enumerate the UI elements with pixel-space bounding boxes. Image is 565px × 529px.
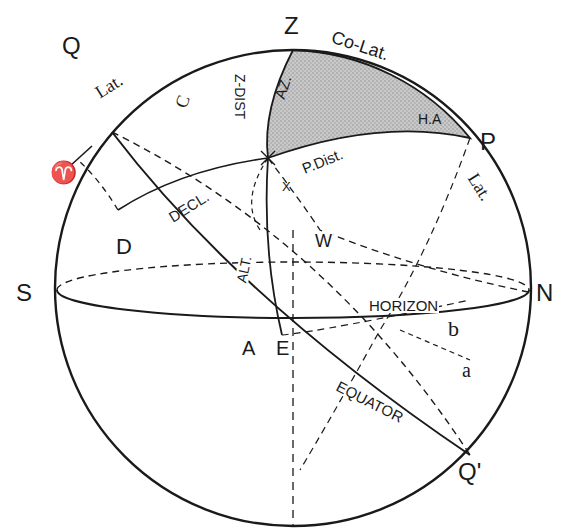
- pole-label: P: [480, 130, 496, 154]
- dashed-arc: [252, 158, 268, 230]
- point-label: Q: [62, 34, 81, 58]
- astronomical-triangle: [267, 50, 470, 158]
- arc-label: P.Dist.: [300, 146, 345, 176]
- aries-symbol: ♈: [50, 162, 77, 184]
- point-label: N: [536, 281, 553, 305]
- point-label: Q': [458, 460, 481, 484]
- point-label: b: [448, 318, 459, 340]
- arc-label: DECL.: [166, 189, 211, 225]
- vertical-circle: [267, 158, 282, 335]
- angle-label: H.A: [418, 112, 441, 126]
- equator-front: [112, 132, 470, 455]
- dashed-hour-circle: [300, 138, 470, 470]
- arc-label: ALT.: [234, 254, 254, 285]
- point-label: W: [314, 232, 333, 250]
- circle-label: HORIZON: [368, 298, 439, 313]
- star-mark: [261, 151, 275, 165]
- point-label: A: [242, 338, 255, 358]
- arc-label: C: [172, 93, 193, 110]
- star-label: X: [282, 180, 291, 193]
- point-label: D: [116, 236, 132, 258]
- zenith-label: Z: [284, 14, 299, 38]
- point-label: E: [276, 338, 289, 358]
- meridian-circle: [55, 50, 531, 526]
- arc-label: Lat.: [92, 71, 126, 101]
- arc-label: Z-DIST: [233, 74, 247, 119]
- hour-circle-back: [78, 160, 118, 210]
- dashed-vertical: [292, 230, 293, 527]
- dashed-circle: [268, 158, 528, 292]
- point-label: a: [462, 360, 471, 380]
- equator-back: [112, 132, 470, 455]
- dashed-ab: [400, 330, 470, 360]
- arc-label: Lat.: [465, 170, 495, 204]
- point-label: S: [16, 281, 32, 305]
